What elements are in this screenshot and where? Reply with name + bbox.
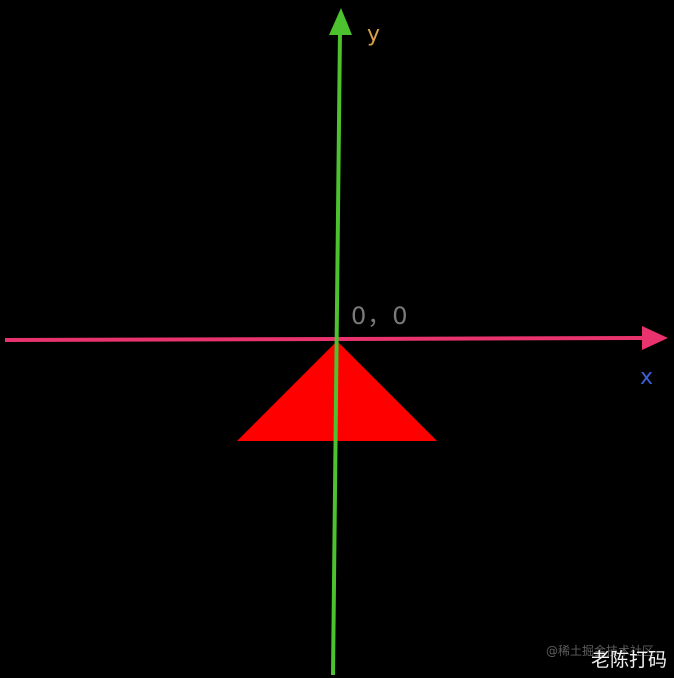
- y-axis-line: [331, 29, 342, 676]
- y-axis-label: y: [367, 22, 381, 47]
- x-axis-label: x: [640, 365, 654, 390]
- x-axis-arrowhead: [642, 326, 668, 350]
- x-axis-line: [4, 336, 647, 342]
- origin-label: 0，0: [351, 302, 409, 330]
- y-axis-arrowhead: [329, 8, 352, 35]
- author-watermark: 老陈打码: [591, 649, 668, 671]
- platform-watermark: @稀土掘金技术社区: [546, 644, 655, 658]
